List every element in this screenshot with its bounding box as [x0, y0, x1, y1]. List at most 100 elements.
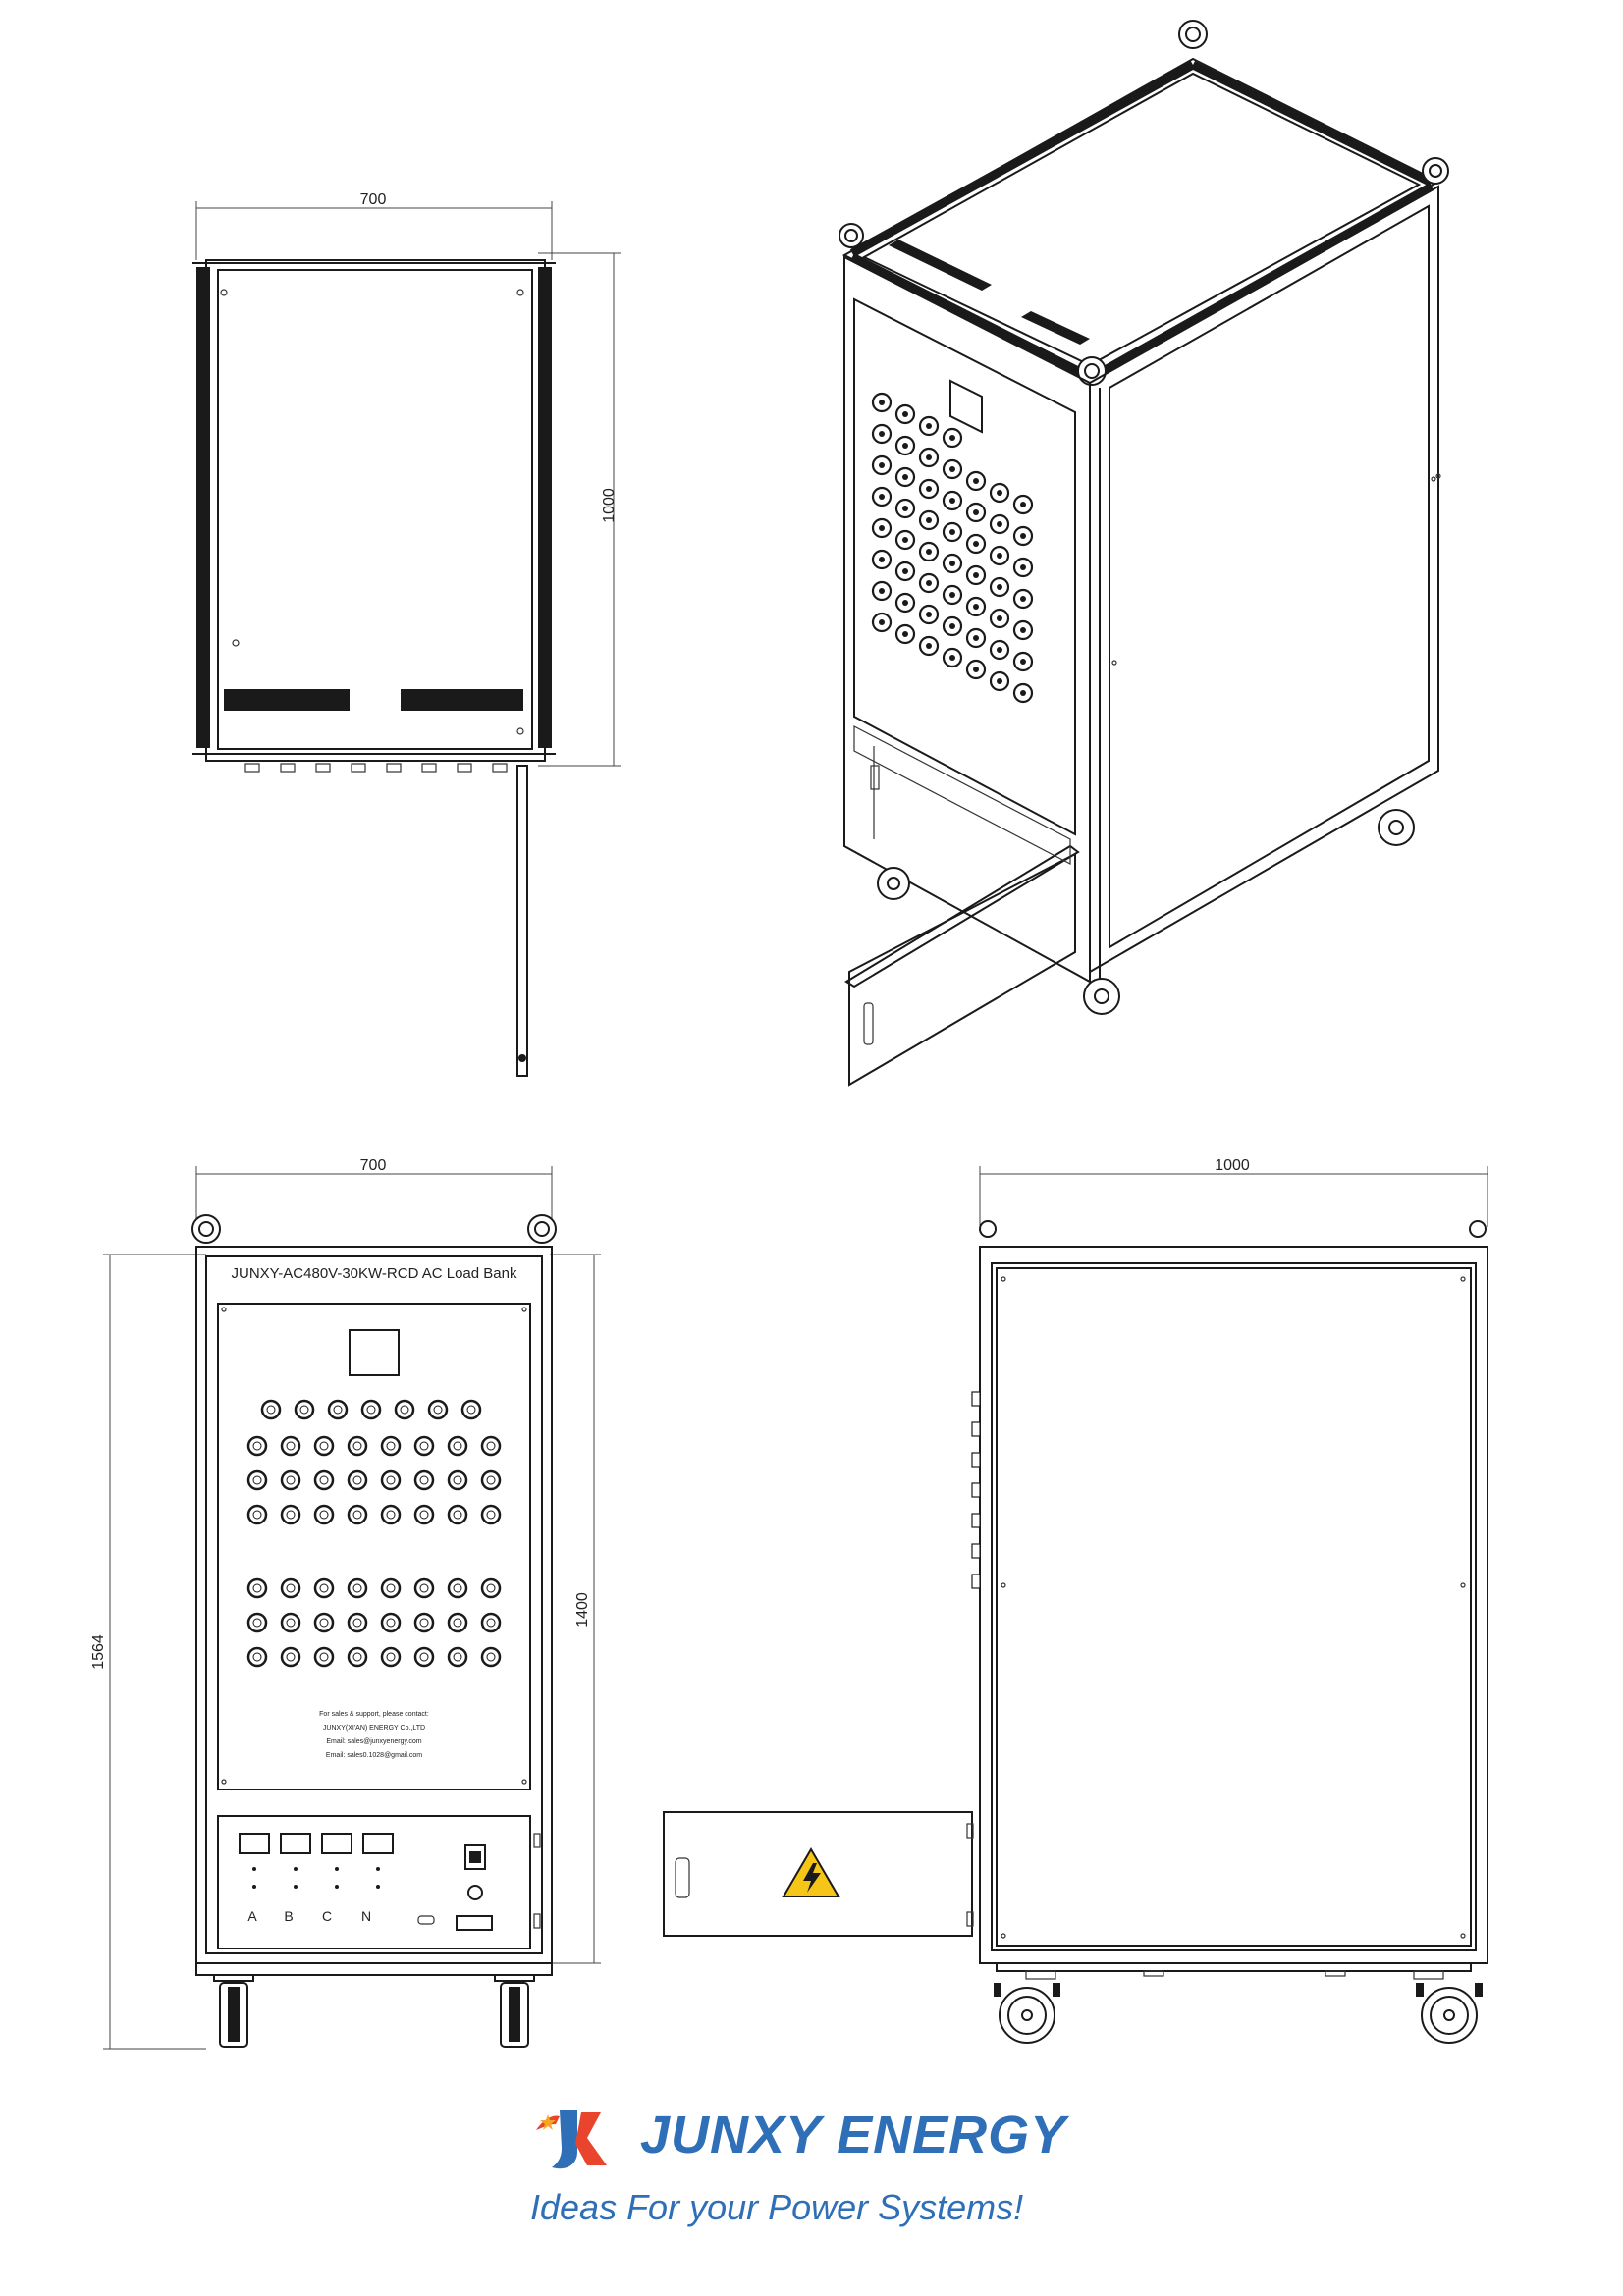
- iso-knob: [942, 458, 963, 480]
- knob: [427, 1399, 449, 1420]
- knob: [313, 1469, 335, 1491]
- iso-knob: [965, 659, 987, 680]
- knob: [280, 1435, 301, 1457]
- front-height-dim: 1400: [574, 1592, 591, 1628]
- knob: [447, 1577, 468, 1599]
- knob: [347, 1577, 368, 1599]
- knob: [380, 1504, 402, 1525]
- iso-knob: [1012, 588, 1034, 610]
- contact-line-1: For sales & support, please contact:: [319, 1711, 429, 1718]
- iso-knob: [989, 545, 1010, 566]
- knob: [480, 1646, 502, 1668]
- knob: [280, 1577, 301, 1599]
- phase-label-c: C: [322, 1908, 332, 1924]
- iso-knob: [918, 572, 940, 594]
- contact-line-4: Email: sales0.1028@gmail.com: [326, 1752, 422, 1759]
- knob: [246, 1435, 268, 1457]
- iso-knob: [918, 509, 940, 531]
- iso-knob: [894, 498, 916, 519]
- iso-knob: [965, 502, 987, 523]
- knob: [413, 1577, 435, 1599]
- phase-label-n: N: [361, 1908, 371, 1924]
- knob: [480, 1435, 502, 1457]
- contact-line-2: JUNXY(XI'AN) ENERGY Co.,LTD: [323, 1725, 425, 1732]
- knob: [313, 1504, 335, 1525]
- iso-knob: [1012, 557, 1034, 578]
- iso-knob: [942, 490, 963, 511]
- iso-knob: [918, 541, 940, 562]
- brand-block: JUNXY ENERGY Ideas For your Power System…: [530, 2101, 1080, 2248]
- iso-knob: [871, 454, 893, 476]
- knob: [480, 1577, 502, 1599]
- knob: [480, 1504, 502, 1525]
- knob: [327, 1399, 349, 1420]
- iso-knob: [942, 427, 963, 449]
- knob: [447, 1435, 468, 1457]
- knob: [380, 1469, 402, 1491]
- knob: [313, 1435, 335, 1457]
- knob: [280, 1646, 301, 1668]
- iso-knob: [989, 639, 1010, 661]
- knob: [280, 1612, 301, 1633]
- hinge-tab: [971, 1391, 981, 1407]
- knob: [413, 1504, 435, 1525]
- iso-knob: [918, 415, 940, 437]
- knob: [246, 1612, 268, 1633]
- knob: [246, 1504, 268, 1525]
- iso-knob: [965, 596, 987, 617]
- knob: [360, 1399, 382, 1420]
- knob: [280, 1504, 301, 1525]
- iso-knob: [989, 513, 1010, 535]
- knob: [294, 1399, 315, 1420]
- knob: [380, 1646, 402, 1668]
- iso-knob: [918, 478, 940, 500]
- iso-knob: [965, 533, 987, 555]
- hinge-tab: [971, 1574, 981, 1589]
- iso-knob: [942, 553, 963, 574]
- knob: [380, 1612, 402, 1633]
- iso-knob: [918, 635, 940, 657]
- iso-knob: [894, 466, 916, 488]
- iso-knob: [989, 482, 1010, 504]
- iso-knob: [1012, 525, 1034, 547]
- iso-knob: [965, 564, 987, 586]
- iso-knob: [965, 627, 987, 649]
- knob: [413, 1646, 435, 1668]
- iso-knob: [989, 670, 1010, 692]
- iso-knob: [894, 529, 916, 551]
- iso-knob: [918, 447, 940, 468]
- top-view: 700 1000: [192, 191, 621, 1077]
- front-panel-title: JUNXY-AC480V-30KW-RCD AC Load Bank: [232, 1265, 517, 1282]
- iso-knob: [894, 403, 916, 425]
- hinge-tab: [971, 1482, 981, 1498]
- hinge-tab: [971, 1543, 981, 1559]
- iso-knob: [894, 592, 916, 614]
- front-width-dim: 700: [360, 1157, 387, 1174]
- knob: [246, 1469, 268, 1491]
- knob: [280, 1469, 301, 1491]
- isometric-view: [839, 20, 1449, 1087]
- iso-knob: [989, 608, 1010, 629]
- iso-knob: [871, 612, 893, 633]
- iso-knob: [942, 615, 963, 637]
- knob: [480, 1469, 502, 1491]
- side-view: 1000: [663, 1157, 1488, 2044]
- iso-knob: [871, 517, 893, 539]
- knob: [347, 1646, 368, 1668]
- iso-knob: [942, 584, 963, 606]
- top-width-dim: 700: [360, 191, 387, 208]
- top-depth-dim: 1000: [601, 488, 618, 523]
- brand-tagline: Ideas For your Power Systems!: [530, 2187, 1024, 2227]
- knob: [246, 1577, 268, 1599]
- knob: [260, 1399, 282, 1420]
- front-knob-grid: [246, 1399, 502, 1668]
- knob: [447, 1646, 468, 1668]
- knob: [347, 1435, 368, 1457]
- knob: [246, 1646, 268, 1668]
- iso-knob: [871, 486, 893, 507]
- knob: [347, 1612, 368, 1633]
- knob: [413, 1612, 435, 1633]
- knob: [380, 1577, 402, 1599]
- knob: [380, 1435, 402, 1457]
